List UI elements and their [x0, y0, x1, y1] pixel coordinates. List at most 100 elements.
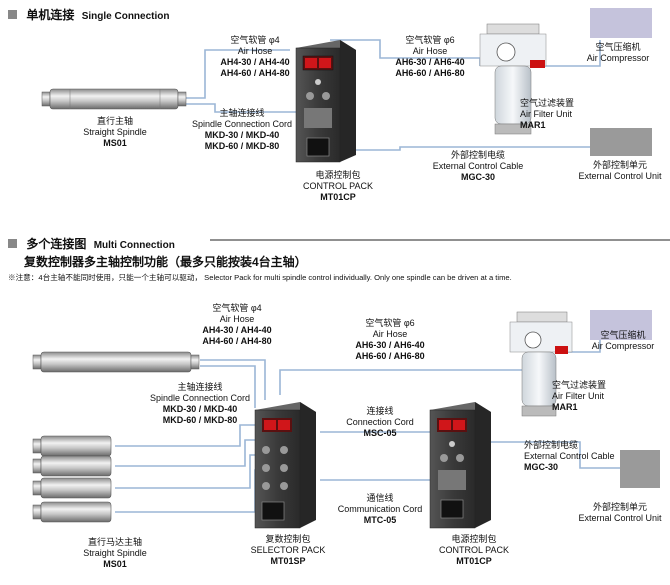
- label-cn: 空气软管 φ4: [230, 35, 280, 45]
- multi-conn-cord-label: 连接线 Connection Cord MSC-05: [340, 406, 420, 439]
- multi-spindle-2: [32, 455, 112, 477]
- label-cn: 外部控制单元: [592, 160, 647, 170]
- label-en: Air Hose: [412, 46, 448, 56]
- model-line: MKD-30 / MKD-40: [204, 130, 280, 140]
- model-line: AH6-60 / AH6-80: [395, 68, 465, 78]
- multi-spindle-3: [32, 477, 112, 499]
- multi-filter-label: 空气过滤装置 Air Filter Unit MAR1: [552, 380, 622, 413]
- model-line: MT01CP: [456, 556, 492, 566]
- single-compressor-block: [590, 8, 652, 38]
- single-ext-cable-label: 外部控制电缆 External Control Cable MGC-30: [428, 150, 528, 183]
- model-line: AH4-60 / AH4-80: [202, 336, 272, 346]
- label-en: CONTROL PACK: [438, 545, 509, 555]
- multi-air-filter: [509, 311, 573, 417]
- model-line: MT01SP: [270, 556, 306, 566]
- label-cn: 空气软管 φ6: [365, 318, 415, 328]
- label-cn: 主轴连接线: [219, 108, 265, 118]
- multi-compressor-label: 空气压缩机 Air Compressor: [586, 330, 660, 352]
- multi-title-cn: 多个连接图: [26, 237, 87, 251]
- multi-control-pack: [429, 402, 491, 529]
- multi-cord-label: 主轴连接线 Spindle Connection Cord MKD-30 / M…: [140, 382, 260, 426]
- label-en: External Control Unit: [578, 513, 662, 523]
- single-control-pack-label: 电源控制包 CONTROL PACK MT01CP: [296, 170, 380, 203]
- model-line: AH4-30 / AH4-40: [220, 57, 290, 67]
- label-cn: 主轴连接线: [177, 382, 223, 392]
- label-en: External Control Cable: [432, 161, 524, 171]
- label-en: Air Filter Unit: [520, 109, 573, 119]
- model-line: AH4-60 / AH4-80: [220, 68, 290, 78]
- single-air-filter: [479, 23, 547, 135]
- model-line: AH6-30 / AH6-40: [355, 340, 425, 350]
- multi-spindle-4: [32, 501, 112, 523]
- label-en: Spindle Connection Cord: [191, 119, 293, 129]
- label-en: Spindle Connection Cord: [149, 393, 251, 403]
- single-ext-unit-block: [590, 128, 652, 156]
- label-en: CONTROL PACK: [302, 181, 373, 191]
- label-cn: 空气过滤装置: [520, 98, 575, 108]
- multi-spindle-1: [32, 435, 112, 457]
- single-section-title: 单机连接 Single Connection: [8, 6, 169, 23]
- multi-ext-cable-label: 外部控制电缆 External Control Cable MGC-30: [524, 440, 624, 473]
- model-line: MGC-30: [524, 462, 559, 472]
- label-cn: 空气过滤装置: [552, 380, 607, 390]
- single-cord-label: 主轴连接线 Spindle Connection Cord MKD-30 / M…: [186, 108, 298, 152]
- model-line: AH4-30 / AH4-40: [202, 325, 272, 335]
- label-en: Air Compressor: [586, 53, 650, 63]
- multi-comm-cord-label: 通信线 Communication Cord MTC-05: [334, 493, 426, 526]
- multi-spindle-top: [32, 351, 200, 373]
- label-cn: 空气软管 φ6: [405, 35, 455, 45]
- label-cn: 空气压缩机: [600, 330, 646, 340]
- multi-title-en: Multi Connection: [93, 240, 175, 251]
- label-en: Air Hose: [219, 314, 255, 324]
- single-filter-label: 空气过滤装置 Air Filter Unit MAR1: [520, 98, 590, 131]
- single-spindle: [41, 88, 187, 110]
- model-line: AH6-60 / AH6-80: [355, 351, 425, 361]
- model-line: MKD-60 / MKD-80: [162, 415, 238, 425]
- model-line: MAR1: [552, 402, 578, 412]
- label-en: Straight Spindle: [83, 127, 147, 137]
- label-en: Air Compressor: [591, 341, 655, 351]
- single-ext-unit-label: 外部控制单元 External Control Unit: [574, 160, 666, 182]
- label-cn: 外部控制电缆: [450, 150, 505, 160]
- label-cn: 直行主轴: [96, 116, 133, 126]
- model-line: AH6-30 / AH6-40: [395, 57, 465, 67]
- label-en: Air Hose: [237, 46, 273, 56]
- model-line: MKD-30 / MKD-40: [162, 404, 238, 414]
- model-line: MS01: [103, 138, 127, 148]
- model-line: MGC-30: [460, 172, 495, 182]
- multi-ext-unit-block: [620, 450, 660, 488]
- selector-pack: [254, 402, 316, 529]
- multi-compressor-block: [590, 310, 652, 340]
- single-control-pack: [295, 40, 356, 163]
- label-cn: 外部控制单元: [592, 502, 647, 512]
- single-title-en: Single Connection: [81, 11, 170, 22]
- model-line: MS01: [103, 559, 127, 569]
- label-cn: 电源控制包: [315, 170, 361, 180]
- label-cn: 空气软管 φ4: [212, 303, 262, 313]
- model-line: MAR1: [520, 120, 546, 130]
- label-en: SELECTOR PACK: [250, 545, 326, 555]
- multi-air-hose-label: 空气软管 φ4 Air Hose AH4-30 / AH4-40 AH4-60 …: [182, 303, 292, 347]
- multi-wires: [115, 330, 620, 513]
- multi-subtitle: 复数控制器多主轴控制功能（最多只能按装4台主轴）: [24, 255, 307, 269]
- label-en: External Control Cable: [524, 451, 615, 461]
- label-cn: 外部控制电缆: [524, 440, 579, 450]
- single-compressor-label: 空气压缩机 Air Compressor: [578, 42, 658, 64]
- label-en: Straight Spindle: [83, 548, 147, 558]
- label-cn: 电源控制包: [451, 534, 497, 544]
- multi-section-title: 多个连接图 Multi Connection: [8, 235, 175, 252]
- label-cn: 直行马达主轴: [87, 537, 142, 547]
- single-air-hose-label: 空气软管 φ4 Air Hose AH4-30 / AH4-40 AH4-60 …: [200, 35, 310, 79]
- label-cn: 通信线: [366, 493, 394, 503]
- single-air-hose6-label: 空气软管 φ6 Air Hose AH6-30 / AH6-40 AH6-60 …: [384, 35, 476, 79]
- label-en: Air Hose: [372, 329, 408, 339]
- label-en: Air Filter Unit: [552, 391, 605, 401]
- model-line: MT01CP: [320, 192, 356, 202]
- model-line: MSC-05: [363, 428, 397, 438]
- selector-pack-label: 复数控制包 SELECTOR PACK MT01SP: [246, 534, 330, 567]
- label-cn: 空气压缩机: [595, 42, 641, 52]
- label-en: Connection Cord: [346, 417, 414, 427]
- label-cn: 连接线: [366, 406, 394, 416]
- label-en: Communication Cord: [337, 504, 423, 514]
